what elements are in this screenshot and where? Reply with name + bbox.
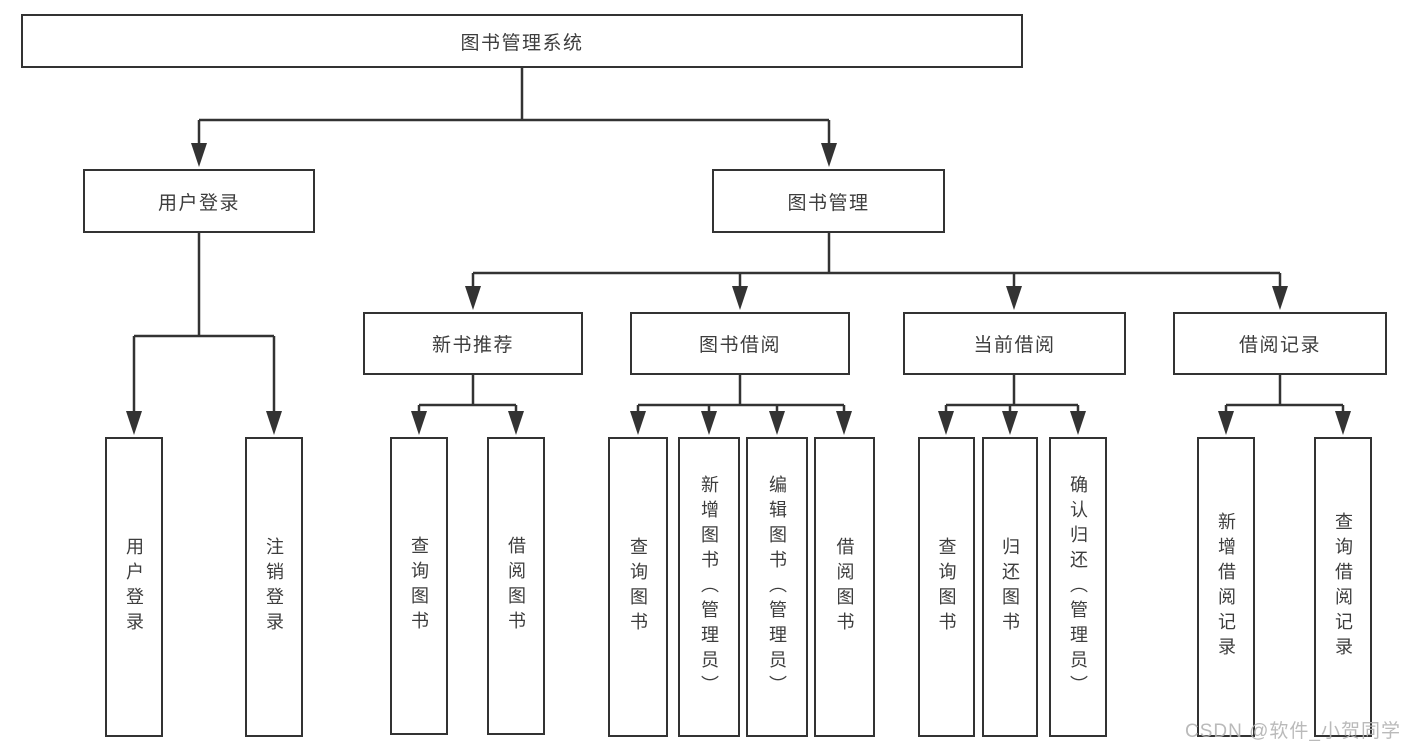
node-borrow-books: 借阅图书 [814, 437, 875, 737]
arrowhead-down-icon [769, 411, 785, 435]
connector-trunk [1226, 374, 1343, 407]
node-library-system: 图书管理系统 [21, 14, 1023, 68]
node-query-books-borrow: 查询图书 [608, 437, 668, 737]
node-new-book-recommend: 新书推荐 [363, 312, 583, 375]
arrowhead-down-icon [1272, 286, 1288, 310]
node-label: 图书管理系统 [460, 32, 584, 54]
connector-trunk [134, 232, 274, 338]
connector-trunk [473, 232, 1280, 275]
connector-trunk [199, 68, 829, 122]
node-query-books-recommend: 查询图书 [390, 437, 448, 735]
node-user-login-module: 用户登录 [83, 169, 315, 233]
node-add-borrow-record: 新增借阅记录 [1197, 437, 1255, 737]
arrowhead-down-icon [465, 286, 481, 310]
arrowhead-down-icon [508, 411, 524, 435]
connector-trunk [419, 374, 516, 407]
node-user-login: 用户登录 [105, 437, 163, 737]
connector-trunk [638, 374, 844, 407]
arrowhead-down-icon [126, 411, 142, 435]
node-confirm-return-admin: 确认归还（管理员） [1049, 437, 1107, 737]
arrowhead-down-icon [411, 411, 427, 435]
connector-trunk [946, 374, 1078, 407]
node-add-books-admin: 新增图书（管理员） [678, 437, 740, 737]
arrowhead-down-icon [1070, 411, 1086, 435]
arrowhead-down-icon [1335, 411, 1351, 435]
arrowhead-down-icon [266, 411, 282, 435]
arrowhead-down-icon [821, 143, 837, 167]
node-return-books: 归还图书 [982, 437, 1038, 737]
arrowhead-down-icon [701, 411, 717, 435]
node-label: 查询图书 [936, 537, 957, 637]
node-label: 编辑图书（管理员） [767, 474, 787, 700]
node-query-borrow-record: 查询借阅记录 [1314, 437, 1372, 737]
node-book-borrowing: 图书借阅 [630, 312, 850, 375]
node-label: 注销登录 [264, 537, 284, 637]
node-label: 当前借阅 [973, 335, 1056, 356]
node-borrow-records: 借阅记录 [1173, 312, 1387, 375]
node-label: 查询借阅记录 [1333, 512, 1353, 662]
node-label: 用户登录 [157, 192, 240, 214]
arrowhead-down-icon [630, 411, 646, 435]
arrowhead-down-icon [1006, 286, 1022, 310]
arrowhead-down-icon [191, 143, 207, 167]
arrowhead-down-icon [1002, 411, 1018, 435]
node-label: 图书管理 [787, 192, 870, 214]
node-borrow-books-recommend: 借阅图书 [487, 437, 545, 735]
node-edit-books-admin: 编辑图书（管理员） [746, 437, 808, 737]
node-label: 借阅图书 [506, 536, 526, 636]
node-query-books-current: 查询图书 [918, 437, 975, 737]
node-current-borrowing: 当前借阅 [903, 312, 1126, 375]
node-book-management: 图书管理 [712, 169, 945, 233]
node-label: 新书推荐 [431, 335, 514, 356]
node-label: 用户登录 [124, 537, 144, 637]
node-label: 查询图书 [628, 537, 648, 637]
node-label: 确认归还（管理员） [1068, 474, 1088, 700]
arrowhead-down-icon [732, 286, 748, 310]
node-label: 图书借阅 [698, 335, 781, 356]
node-label: 新增图书（管理员） [699, 474, 719, 700]
watermark: CSDN @软件_小贺同学 [1185, 721, 1401, 742]
node-logout: 注销登录 [245, 437, 303, 737]
node-label: 归还图书 [1000, 537, 1020, 637]
arrowhead-down-icon [836, 411, 852, 435]
node-label: 借阅图书 [834, 537, 855, 637]
arrowhead-down-icon [1218, 411, 1234, 435]
node-label: 借阅记录 [1238, 335, 1321, 356]
node-label: 查询图书 [409, 536, 429, 636]
node-label: 新增借阅记录 [1216, 512, 1236, 662]
arrowhead-down-icon [938, 411, 954, 435]
